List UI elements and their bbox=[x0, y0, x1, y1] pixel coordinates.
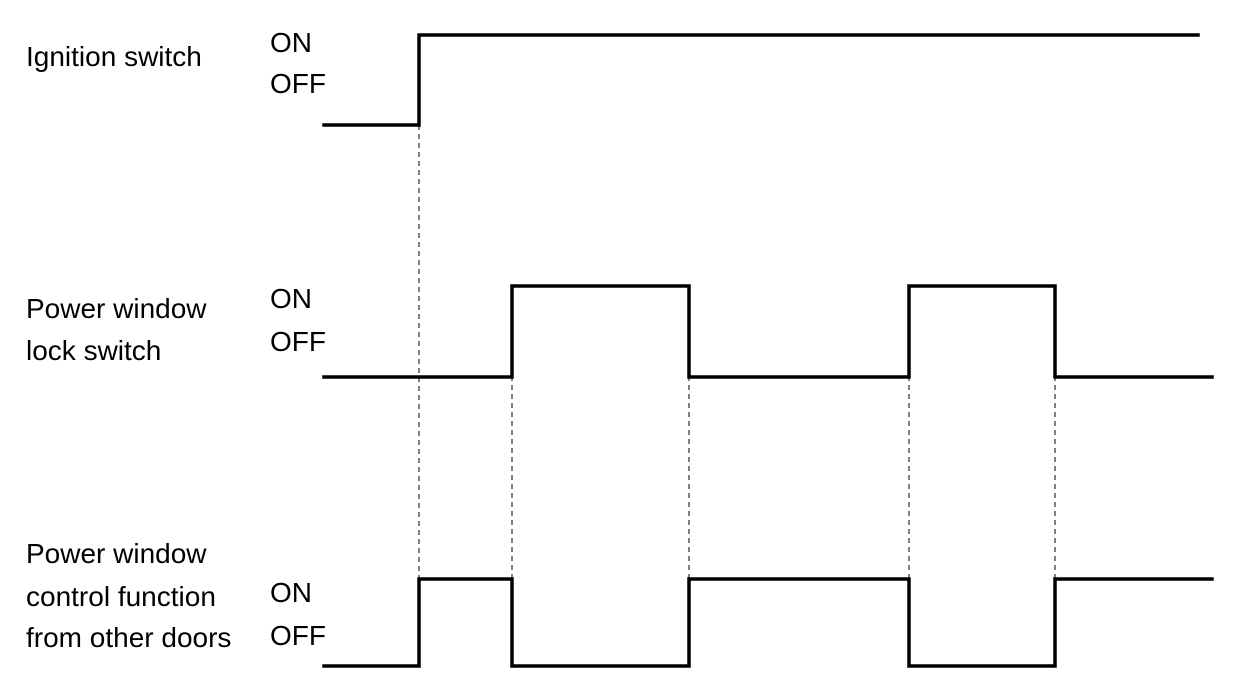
signal-label-ignition: Ignition switch bbox=[26, 41, 202, 72]
off-label-ignition: OFF bbox=[270, 68, 326, 99]
signal-label-control-line2: control function bbox=[26, 581, 216, 612]
event-guide-lines bbox=[418, 125, 1056, 579]
on-label-ignition: ON bbox=[270, 27, 312, 58]
waveform-control bbox=[322, 577, 1214, 668]
signal-ignition-switch: Ignition switch ON OFF bbox=[26, 27, 1200, 127]
signal-label-control-line1: Power window bbox=[26, 538, 207, 569]
signal-label-lock-line2: lock switch bbox=[26, 335, 161, 366]
on-label-lock: ON bbox=[270, 283, 312, 314]
signal-lock-switch: Power window lock switch ON OFF bbox=[26, 283, 1214, 379]
signal-label-control-line3: from other doors bbox=[26, 622, 231, 653]
off-label-control: OFF bbox=[270, 620, 326, 651]
waveform-ignition bbox=[322, 33, 1200, 127]
off-label-lock: OFF bbox=[270, 326, 326, 357]
signal-control-function: Power window control function from other… bbox=[26, 538, 1214, 668]
on-label-control: ON bbox=[270, 577, 312, 608]
signal-label-lock-line1: Power window bbox=[26, 293, 207, 324]
waveform-lock bbox=[322, 284, 1214, 379]
